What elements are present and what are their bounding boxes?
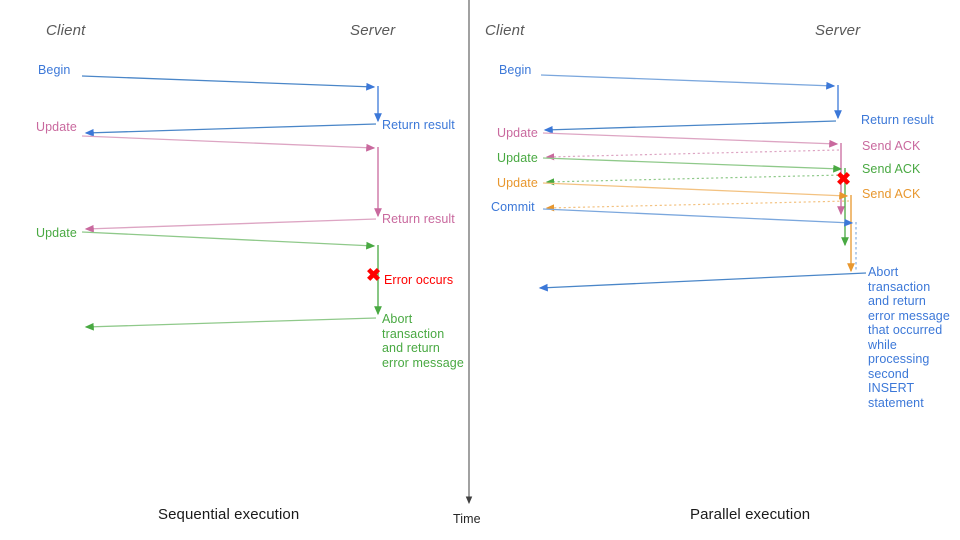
sequential-server-header: Server [350, 22, 396, 39]
note-line: while [868, 337, 897, 352]
label-update-parallel-3: Update [497, 176, 538, 190]
note-line: and return [382, 341, 440, 355]
arrow-send-ack-3 [545, 200, 850, 212]
arrow-update-parallel-3 [542, 182, 849, 200]
label-return-result-1: Return result [382, 118, 455, 132]
arrow-abort-sequential [84, 317, 377, 331]
arrow-return-result-2 [84, 218, 377, 233]
parallel-client-header: Client [485, 22, 525, 39]
note-line: transaction [382, 326, 445, 341]
note-line: error message [382, 355, 464, 370]
caption-parallel: Parallel execution [690, 506, 811, 523]
label-update-parallel-2: Update [497, 151, 538, 165]
arrow-update-2 [81, 231, 376, 250]
note-line: and return [868, 294, 926, 308]
arrow-update-parallel-1 [542, 132, 839, 148]
label-update-sequential-1: Update [36, 120, 77, 134]
note-line: Abort [868, 265, 899, 279]
arrow-commit [542, 208, 854, 227]
label-send-ack-1: Send ACK [862, 139, 921, 153]
note-line: second [868, 366, 909, 381]
arrow-update-parallel-2 [542, 157, 843, 173]
note-line: error message [868, 308, 950, 323]
time-axis-label: Time [453, 512, 481, 526]
label-return-result-parallel: Return result [861, 113, 934, 127]
arrow-begin-parallel [540, 74, 836, 90]
sequential-panel-arrows [81, 75, 382, 331]
note-line: processing [868, 352, 930, 366]
label-error-occurs: Error occurs [384, 273, 454, 287]
x-mark-icon-parallel: ✖ [836, 169, 852, 189]
note-line: that occurred [868, 323, 943, 337]
arrow-send-ack-2 [545, 174, 844, 186]
label-commit: Commit [491, 200, 535, 214]
arrow-return-result-1 [84, 123, 377, 137]
label-return-result-2: Return result [382, 212, 455, 226]
caption-sequential: Sequential execution [158, 506, 300, 523]
label-send-ack-2: Send ACK [862, 162, 921, 176]
arrow-send-ack-1 [545, 149, 840, 161]
arrow-abort-parallel [538, 272, 867, 292]
note-line: transaction [868, 279, 931, 294]
arrow-begin [81, 75, 376, 91]
parallel-server-header: Server [815, 22, 861, 39]
x-mark-icon-sequential: ✖ [366, 265, 382, 285]
sequential-client-header: Client [46, 22, 86, 39]
note-line: INSERT [868, 381, 915, 395]
label-update-sequential-2: Update [36, 226, 77, 240]
arrow-return-result-parallel [543, 120, 837, 134]
note-line: statement [868, 395, 924, 410]
parallel-panel-arrows [538, 74, 867, 292]
label-update-parallel-1: Update [497, 126, 538, 140]
note-line: Abort [382, 312, 413, 326]
label-send-ack-3: Send ACK [862, 187, 921, 201]
label-begin-parallel: Begin [499, 63, 532, 77]
note-abort-sequential: Abort transaction and return error messa… [382, 312, 468, 370]
label-begin-sequential: Begin [38, 63, 71, 77]
note-abort-parallel: Abort transaction and return error messa… [868, 265, 956, 410]
arrow-update-1 [81, 135, 376, 152]
